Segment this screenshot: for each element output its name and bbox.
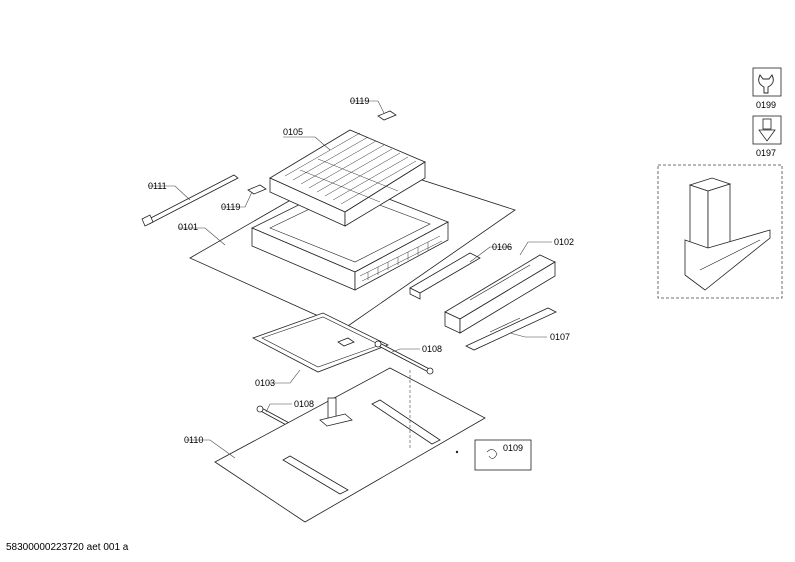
part-0119-clip-top bbox=[377, 110, 397, 121]
label-0119-top: 0119 bbox=[350, 96, 369, 106]
label-0199: 0199 bbox=[756, 100, 776, 110]
label-0108-upper: 0108 bbox=[422, 344, 442, 354]
label-0108-lower: 0108 bbox=[294, 399, 314, 409]
label-0110: 0110 bbox=[184, 435, 203, 445]
part-0109-box bbox=[455, 439, 532, 471]
label-0103: 0103 bbox=[255, 378, 275, 388]
label-0101: 0101 bbox=[178, 222, 198, 232]
leader-lines bbox=[148, 100, 552, 459]
part-0107-strip bbox=[465, 307, 557, 351]
part-0110-sheet bbox=[214, 367, 486, 523]
part-0108-strut-upper bbox=[374, 340, 434, 375]
part-0106-bracket bbox=[409, 252, 481, 300]
label-0105: 0105 bbox=[283, 127, 303, 137]
part-0111-rail bbox=[141, 174, 239, 227]
inset-hood-illustration bbox=[657, 164, 783, 299]
label-0197: 0197 bbox=[756, 148, 776, 158]
label-0111: 0111 bbox=[148, 181, 167, 191]
label-0119-left: 0119 bbox=[221, 202, 240, 212]
part-0103-filter bbox=[252, 312, 389, 373]
label-0107: 0107 bbox=[550, 332, 570, 342]
label-0106: 0106 bbox=[492, 242, 512, 252]
wrench-icon bbox=[752, 67, 782, 97]
part-0105-fan-grille bbox=[269, 129, 426, 227]
label-0102: 0102 bbox=[554, 237, 574, 247]
grease-gun-icon bbox=[752, 115, 782, 145]
label-0109: 0109 bbox=[503, 443, 523, 453]
part-0119-clip-left bbox=[247, 184, 267, 195]
document-footer-id: 58300000223720 aet 001 a bbox=[6, 542, 129, 553]
part-0102-duct bbox=[444, 254, 556, 334]
